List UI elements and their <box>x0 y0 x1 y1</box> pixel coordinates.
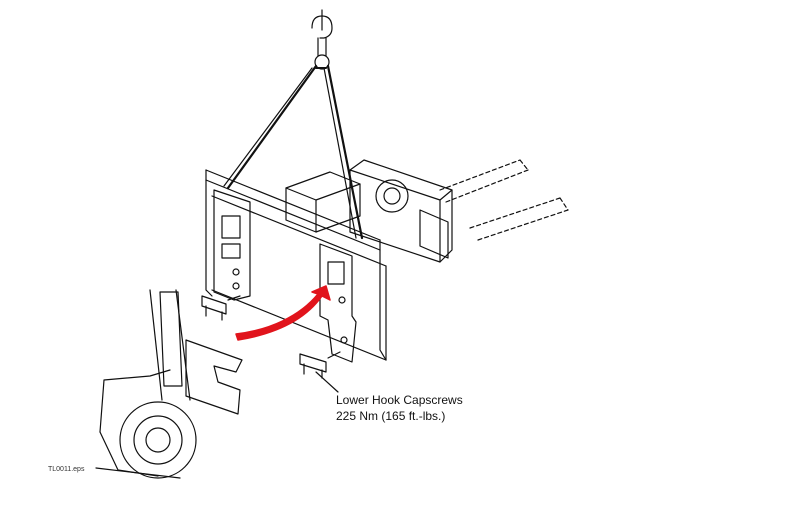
rotator-housing <box>349 159 453 263</box>
motor-block <box>285 171 361 233</box>
lifting-hook <box>311 9 333 70</box>
carriage-frame <box>205 169 387 361</box>
installation-arrow <box>235 285 331 341</box>
right-hook-plate <box>319 243 357 363</box>
callout-title: Lower Hook Capscrews <box>336 393 463 407</box>
forklift-carriage-plate <box>185 339 243 415</box>
callout-leader <box>315 371 339 393</box>
file-label: TL0011.eps <box>48 466 85 473</box>
front-wheel <box>119 401 197 479</box>
lower-hook-right <box>299 351 341 379</box>
left-hook-plate <box>213 189 251 301</box>
lifting-sling <box>223 64 364 240</box>
lower-hook-capscrews-callout: Lower Hook Capscrews 225 Nm (165 ft.-lbs… <box>336 392 463 424</box>
fork-tines <box>439 159 569 241</box>
lower-hook-left <box>201 295 241 321</box>
forklift-truck <box>95 289 191 479</box>
callout-torque-spec: 225 Nm (165 ft.-lbs.) <box>336 409 446 423</box>
